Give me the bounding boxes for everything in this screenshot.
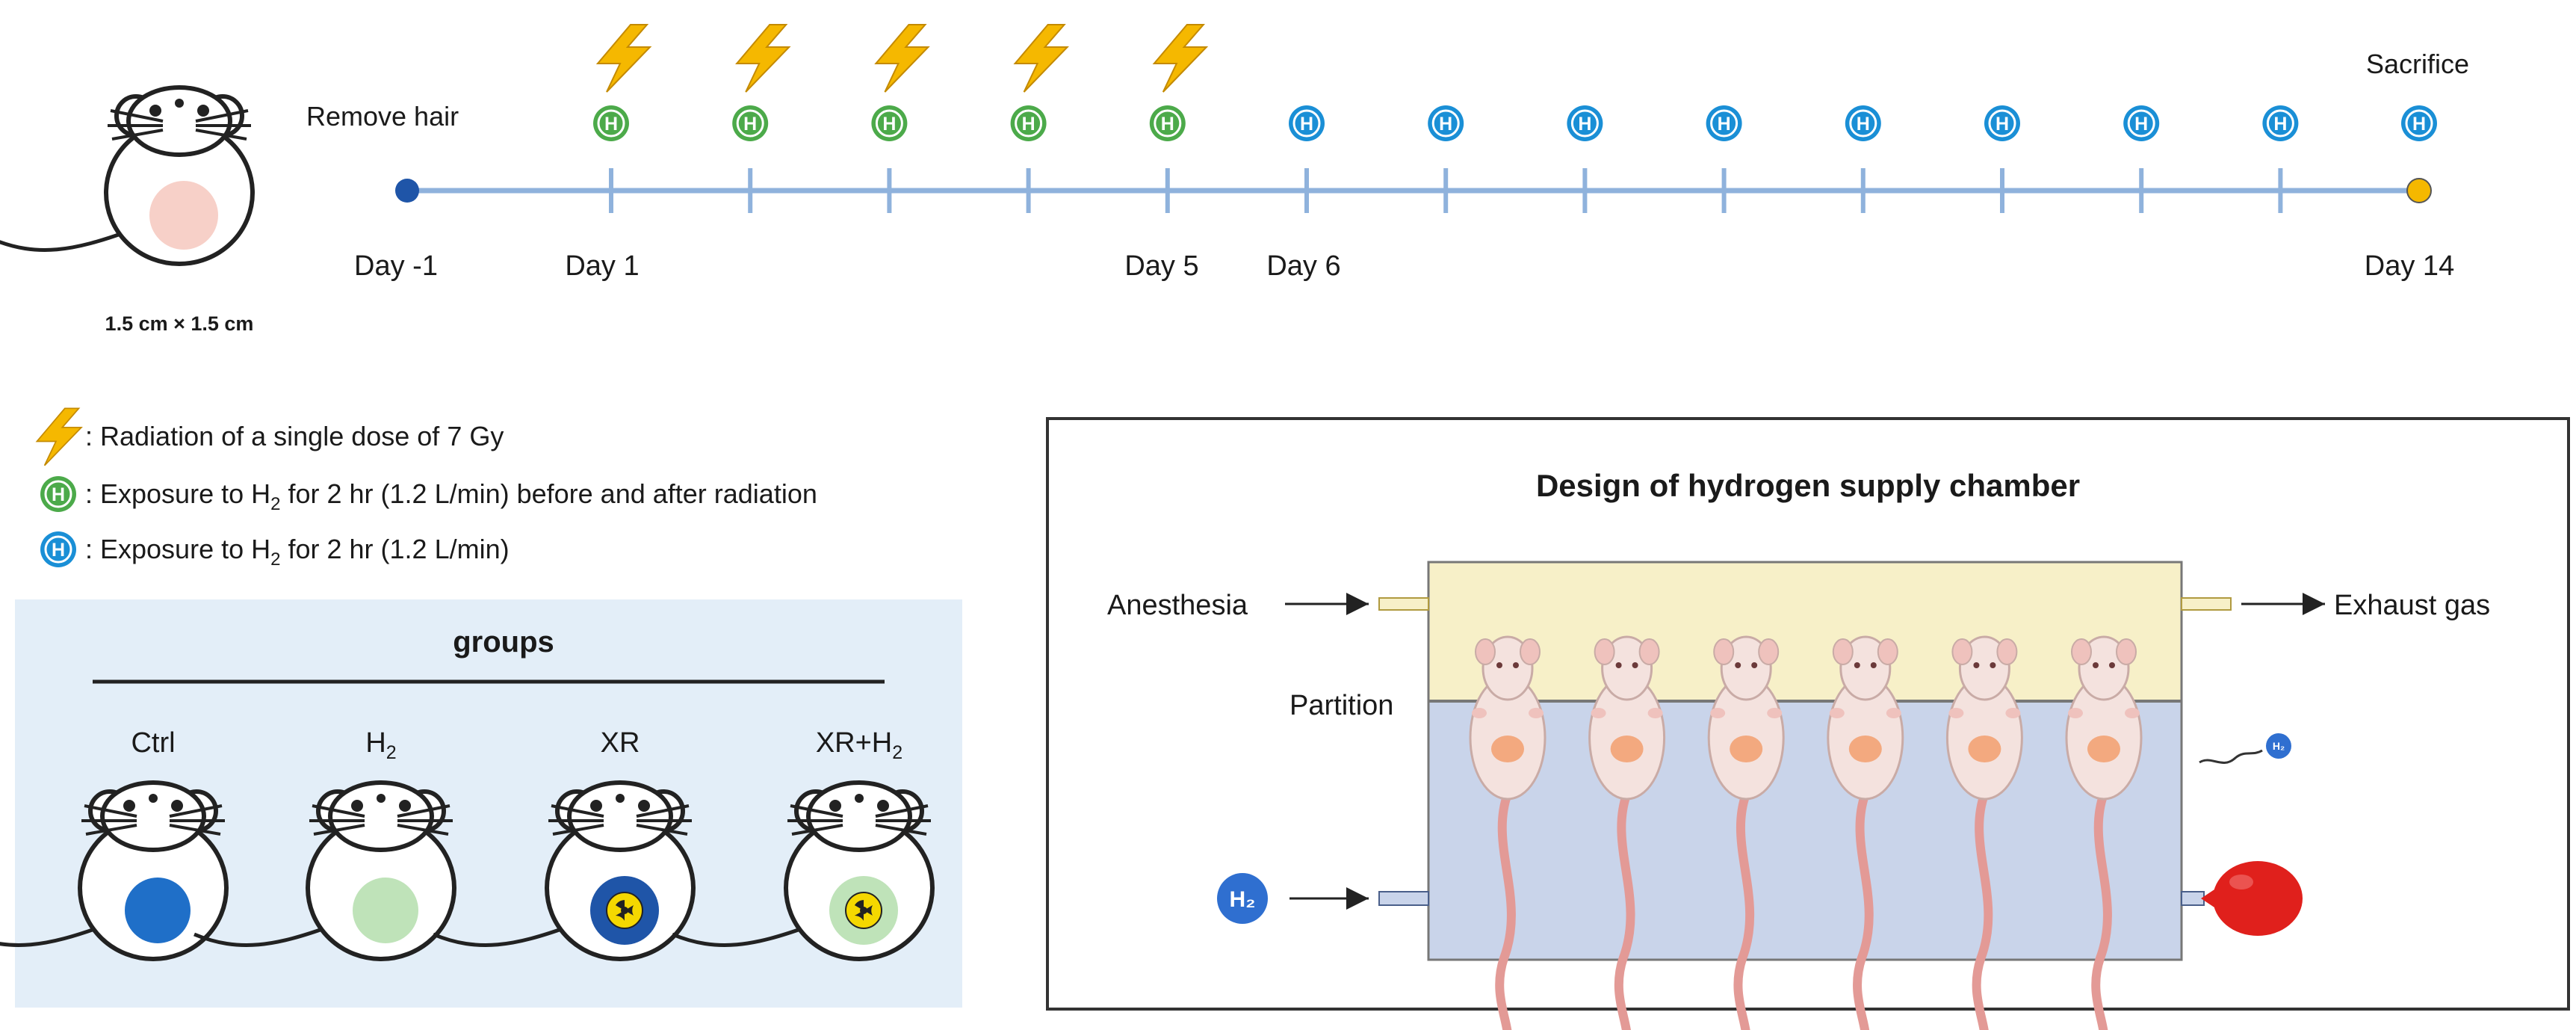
radiation-bolt-icon — [875, 24, 929, 93]
radiation-icon — [845, 892, 882, 929]
remove-hair-label: Remove hair — [306, 101, 459, 132]
h2-diffusion-trail — [2199, 749, 2263, 764]
h2-mouse — [194, 783, 454, 959]
chamber-title: Design of hydrogen supply chamber — [1536, 468, 2080, 503]
day-label: Day 14 — [2365, 250, 2454, 282]
end-dot — [2406, 178, 2432, 203]
group-label: XR — [601, 727, 640, 759]
xr-h2-mouse — [672, 783, 932, 959]
green-h2-icon: H — [1149, 105, 1186, 141]
green-h2-icon: H — [871, 105, 908, 141]
svg-text:H: H — [1578, 114, 1591, 135]
svg-text:H: H — [882, 114, 896, 135]
day-label: Day 1 — [565, 250, 639, 282]
h2-molecule-icon: H₂ — [2266, 733, 2291, 759]
radiation-bolt-icon — [597, 24, 651, 93]
svg-text:H: H — [52, 540, 65, 561]
day-label: Day -1 — [354, 250, 438, 282]
day-label: Day 5 — [1124, 250, 1198, 282]
radiation-bolt-icon — [1014, 24, 1068, 93]
legend-blue-h2-icon: H — [40, 531, 76, 567]
balloon-neck — [2181, 891, 2205, 906]
partition-label: Partition — [1289, 690, 1393, 721]
blue-h2-icon: H — [1567, 105, 1603, 141]
blue-h2-icon: H — [1845, 105, 1881, 141]
mouse-compartment — [1427, 700, 2183, 961]
svg-text:H: H — [743, 114, 757, 135]
svg-text:H: H — [2412, 114, 2426, 135]
svg-text:H: H — [1996, 114, 2009, 135]
skin-area-label: 1.5 cm × 1.5 cm — [105, 312, 254, 335]
svg-text:H: H — [2273, 114, 2287, 135]
anesthesia-compartment — [1427, 561, 2183, 703]
chamber-panel: Design of hydrogen supply chamber Anesth… — [1046, 417, 2570, 1030]
legend-blue-text: : Exposure to H2 for 2 hr (1.2 L/min) — [85, 534, 510, 570]
start-dot — [395, 179, 419, 203]
radiation-icon — [606, 892, 643, 929]
exhaust-label: Exhaust gas — [2334, 590, 2490, 621]
blue-h2-icon: H — [1984, 105, 2020, 141]
groups-panel: groups Ctrl H2 XR XR+H2 — [0, 599, 962, 1008]
svg-text:H: H — [1718, 114, 1731, 135]
svg-text:H: H — [1022, 114, 1035, 135]
green-h2-icon: H — [1010, 105, 1047, 141]
svg-text:H: H — [1161, 114, 1174, 135]
ctrl-mouse — [0, 783, 226, 959]
legend-radiation-icon — [36, 407, 82, 466]
svg-text:H: H — [52, 484, 65, 505]
svg-text:H: H — [1857, 114, 1870, 135]
svg-text:H₂: H₂ — [1230, 887, 1256, 912]
timeline-section: 1.5 cm × 1.5 cm H H H H H H H H H H H H H H Remove ha… — [0, 24, 2469, 335]
groups-title: groups — [453, 626, 554, 659]
group-label: XR+H2 — [816, 727, 902, 763]
anesthesia-label: Anesthesia — [1107, 590, 1248, 621]
blue-h2-icon: H — [1706, 105, 1742, 141]
sacrifice-label: Sacrifice — [2366, 49, 2469, 79]
group-label: Ctrl — [131, 727, 175, 759]
group-label: H2 — [365, 727, 396, 763]
blue-h2-icon: H — [2123, 105, 2160, 141]
legend-green-h2-icon: H — [40, 476, 76, 512]
timeline-radiation-bolts — [597, 24, 1207, 93]
radiation-bolt-icon — [1153, 24, 1207, 93]
legend: : Radiation of a single dose of 7 Gy H :… — [36, 407, 817, 570]
svg-text:H: H — [1439, 114, 1452, 135]
svg-text:H: H — [2134, 114, 2148, 135]
hydrogen-balloon — [2201, 861, 2303, 936]
radiation-bolt-icon — [736, 24, 790, 93]
legend-radiation-text: : Radiation of a single dose of 7 Gy — [85, 421, 504, 451]
blue-h2-icon: H — [2401, 105, 2437, 141]
xr-mouse — [433, 783, 693, 959]
h2-inlet — [1378, 891, 1429, 906]
green-h2-icon: H — [732, 105, 769, 141]
h2-source-icon: H₂ — [1217, 873, 1268, 924]
blue-h2-icon: H — [2262, 105, 2299, 141]
svg-text:H₂: H₂ — [2273, 740, 2285, 752]
exhaust-outlet — [2181, 597, 2232, 611]
svg-text:H: H — [1300, 114, 1313, 135]
day-label: Day 6 — [1266, 250, 1340, 282]
blue-h2-icon: H — [1289, 105, 1325, 141]
timeline-ticks — [609, 168, 2283, 213]
legend-green-text: : Exposure to H2 for 2 hr (1.2 L/min) be… — [85, 478, 817, 514]
hair-removal-mouse — [0, 87, 253, 264]
anesthesia-inlet — [1378, 597, 1429, 611]
green-h2-icon: H — [593, 105, 629, 141]
svg-text:H: H — [604, 114, 618, 135]
blue-h2-icon: H — [1428, 105, 1464, 141]
